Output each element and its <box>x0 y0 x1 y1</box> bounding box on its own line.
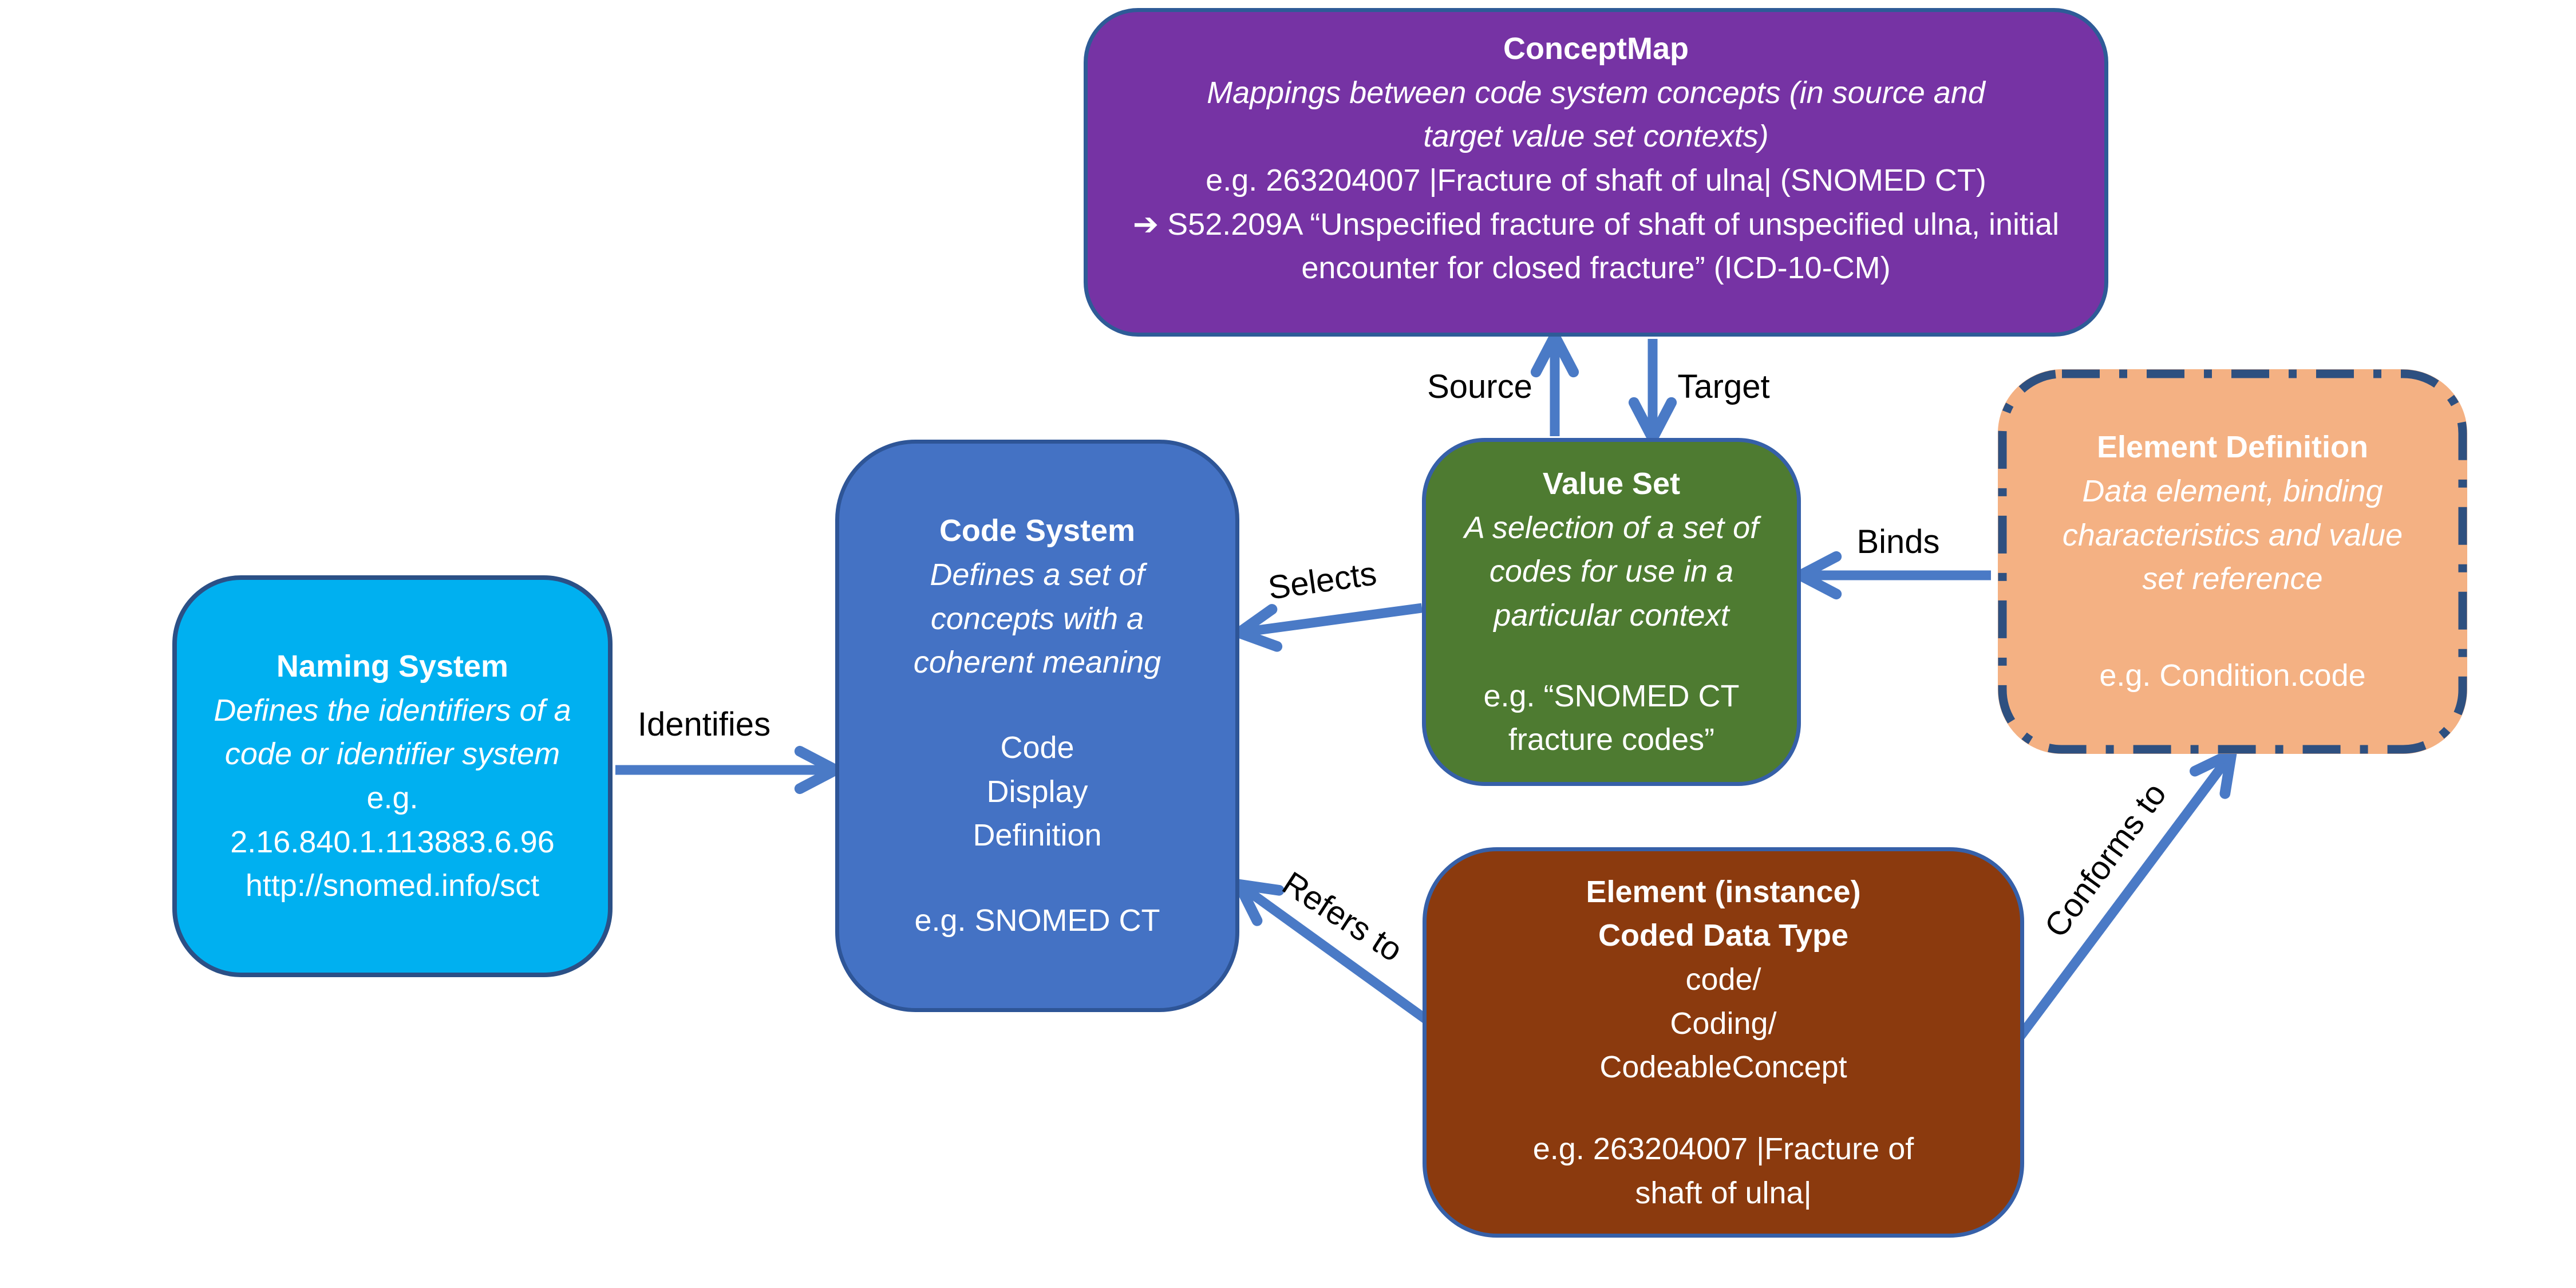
concept-map-example-target-text: S52.209A “Unspecified fracture of shaft … <box>1167 207 2060 286</box>
code-system-example: e.g. SNOMED CT <box>914 903 1160 938</box>
element-definition-title: Element Definition <box>2096 430 2369 465</box>
element-instance-type: Coding/ <box>1670 1006 1777 1041</box>
element-instance-type: CodeableConcept <box>1599 1050 1847 1085</box>
concept-map-example-target: ➔ S52.209A “Unspecified fracture of shaf… <box>1119 203 2073 290</box>
concept-map-description: Mappings between code system concepts (i… <box>1207 75 1985 154</box>
naming-system-example-oid: 2.16.840.1.113883.6.96 <box>230 824 555 859</box>
code-system-title: Code System <box>939 513 1136 548</box>
mapping-arrow-icon: ➔ <box>1132 207 1159 242</box>
naming-system-title: Naming System <box>276 649 509 683</box>
code-system-description: Defines a set of concepts with a coheren… <box>913 557 1161 680</box>
concept-map-title: ConceptMap <box>1503 31 1689 66</box>
value-set-description: A selection of a set of codes for use in… <box>1464 510 1759 633</box>
relationship-label-conforms-to: Conforms to <box>2037 776 2174 945</box>
naming-system-example-prefix: e.g. <box>366 781 418 815</box>
relationship-label-identifies: Identifies <box>637 706 771 743</box>
concept-map-example-source: e.g. 263204007 |Fracture of shaft of uln… <box>1206 163 1986 198</box>
element-definition-dashed-border <box>1998 369 2467 754</box>
code-system-attribute: Display <box>986 774 1088 809</box>
element-definition-node: Element Definition Data element, binding… <box>1998 369 2467 754</box>
relationship-label-selects: Selects <box>1266 555 1379 607</box>
concept-map-node: ConceptMap Mappings between code system … <box>1084 8 2108 337</box>
element-instance-title-line2: Coded Data Type <box>1598 918 1849 953</box>
element-definition-description: Data element, binding characteristics an… <box>2062 473 2403 596</box>
code-system-attribute: Definition <box>973 818 1102 853</box>
element-definition-example: e.g. Condition.code <box>2099 658 2366 693</box>
relationship-label-refers-to: Refers to <box>1275 864 1409 969</box>
element-instance-title-line1: Element (instance) <box>1586 874 1861 909</box>
naming-system-example-uri: http://snomed.info/sct <box>245 868 540 903</box>
element-instance-example: e.g. 263204007 |Fracture of shaft of uln… <box>1532 1132 1914 1210</box>
element-instance-type: code/ <box>1685 962 1761 997</box>
relationship-label-binds: Binds <box>1856 523 1940 560</box>
value-set-node: Value Set A selection of a set of codes … <box>1422 438 1801 786</box>
code-system-attribute: Code <box>1000 730 1074 765</box>
relationship-label-target: Target <box>1677 368 1770 405</box>
code-system-node: Code System Defines a set of concepts wi… <box>835 440 1239 1012</box>
value-set-example: e.g. “SNOMED CT fracture codes” <box>1483 678 1740 757</box>
element-instance-node: Element (instance) Coded Data Type code/… <box>1423 847 2024 1238</box>
selects-arrow <box>1233 603 1423 652</box>
naming-system-node: Naming System Defines the identifiers of… <box>172 575 613 977</box>
code-system-attributes: Code Display Definition <box>973 726 1101 858</box>
value-set-title: Value Set <box>1542 466 1681 501</box>
naming-system-description: Defines the identifiers of a code or ide… <box>214 693 571 772</box>
relationship-label-source: Source <box>1427 368 1532 405</box>
